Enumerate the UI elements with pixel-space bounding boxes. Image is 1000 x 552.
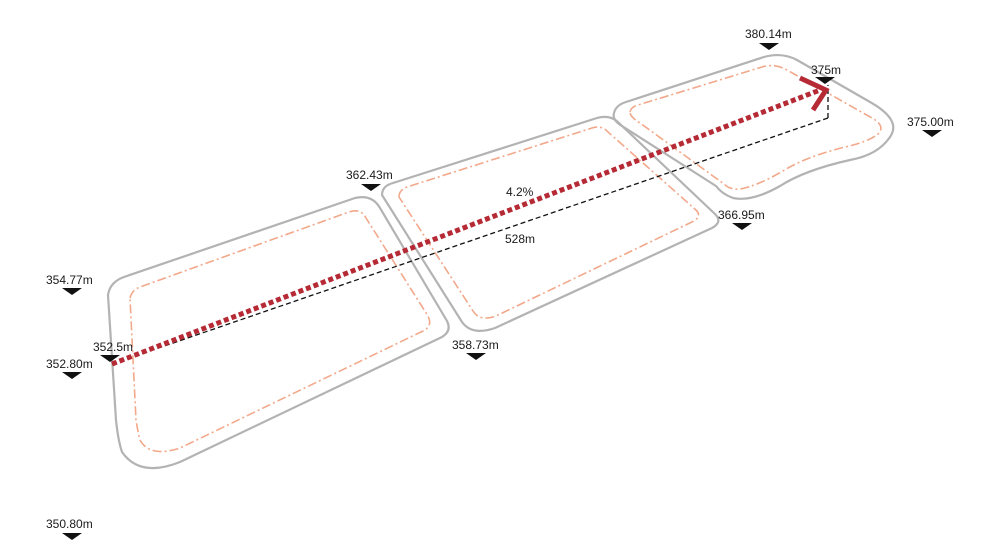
elevation-marker-375-00: [922, 130, 942, 137]
elevation-marker-366-95: [732, 223, 752, 230]
terrace-1-outline: [106, 196, 450, 470]
slope-grade-label: 4.2%: [506, 185, 534, 199]
elevation-label-354-77: 354.77m: [46, 273, 93, 287]
elevation-label-352-80: 352.80m: [46, 357, 93, 371]
elevation-marker-362-43: [361, 184, 381, 191]
elevation-label-352-5: 352.5m: [93, 340, 134, 354]
terrace-3-inner-boundary: [629, 64, 882, 190]
elevation-label-380-14: 380.14m: [745, 27, 792, 41]
elevation-marker-352-5: [100, 355, 120, 362]
elevation-label-375-00: 375.00m: [907, 115, 954, 129]
elevation-label-358-73: 358.73m: [452, 338, 499, 352]
terrace-3-outline: [612, 53, 895, 200]
elevation-marker-375: [815, 77, 835, 84]
elevation-label-375: 375m: [811, 63, 842, 77]
elevation-marker-380-14: [759, 43, 779, 50]
terrace-2-inner-boundary: [398, 126, 700, 319]
slope-arrow-line: [111, 87, 821, 367]
elevation-marker-358-73: [466, 353, 486, 360]
terrace-2-outline: [380, 115, 720, 333]
elevation-marker-352-80: [62, 372, 82, 379]
terrace-1-inner-boundary: [129, 210, 431, 453]
slope-length-label: 528m: [505, 232, 536, 246]
slope-arrowhead: [798, 75, 830, 112]
elevation-label-362-43: 362.43m: [346, 168, 393, 182]
elevation-marker-350-80: [62, 533, 82, 540]
elevation-marker-354-77: [62, 288, 82, 295]
elevation-label-366-95: 366.95m: [718, 208, 765, 222]
slope-baseline: [111, 117, 829, 365]
elevation-label-350-80: 350.80m: [46, 517, 93, 531]
